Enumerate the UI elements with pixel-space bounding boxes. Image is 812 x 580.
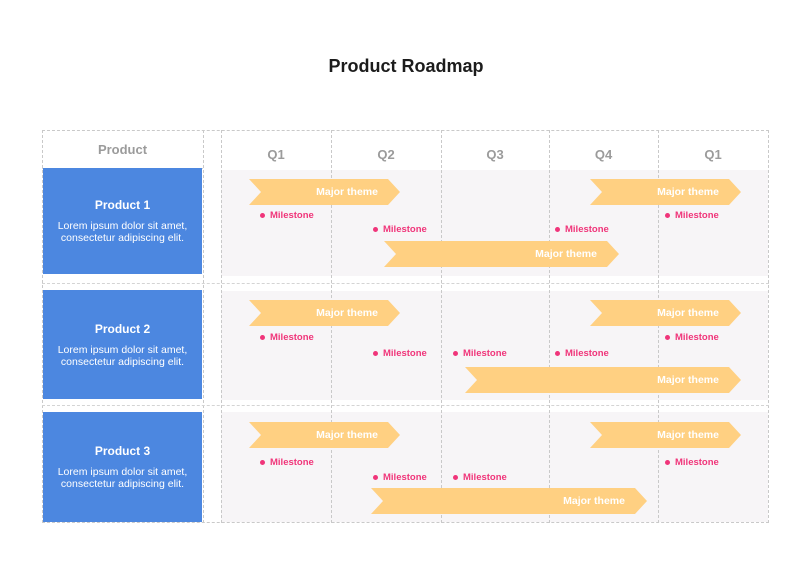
milestone-marker: Milestone	[373, 472, 427, 483]
column-divider	[441, 130, 442, 523]
milestone-marker: Milestone	[453, 472, 507, 483]
milestone-label: Milestone	[675, 210, 719, 221]
milestone-dot-icon	[260, 213, 265, 218]
milestone-dot-icon	[373, 227, 378, 232]
milestone-dot-icon	[260, 460, 265, 465]
column-divider	[221, 130, 222, 523]
page-title: Product Roadmap	[328, 56, 484, 76]
milestone-marker: Milestone	[260, 332, 314, 343]
milestone-label: Milestone	[675, 332, 719, 343]
milestone-label: Milestone	[463, 348, 507, 359]
milestone-dot-icon	[665, 213, 670, 218]
theme-bar: Major theme	[371, 488, 647, 514]
theme-bar: Major theme	[384, 241, 619, 267]
theme-bar: Major theme	[249, 422, 400, 448]
product-name: Product 1	[94, 198, 151, 212]
milestone-label: Milestone	[675, 457, 719, 468]
milestone-label: Milestone	[565, 348, 609, 359]
milestone-label: Milestone	[270, 457, 314, 468]
theme-bar: Major theme	[249, 179, 400, 205]
milestone-marker: Milestone	[260, 457, 314, 468]
milestone-label: Milestone	[383, 224, 427, 235]
product-column-header: Product	[97, 141, 148, 157]
milestone-marker: Milestone	[373, 348, 427, 359]
product-name: Product 3	[94, 444, 151, 458]
milestone-marker: Milestone	[453, 348, 507, 359]
row-divider	[42, 405, 769, 406]
column-divider	[658, 130, 659, 523]
milestone-marker: Milestone	[665, 457, 719, 468]
milestone-dot-icon	[373, 351, 378, 356]
product-description: Lorem ipsum dolor sit amet, consectetur …	[57, 466, 188, 490]
milestone-marker: Milestone	[555, 348, 609, 359]
roadmap-frame	[42, 130, 769, 523]
quarter-header-q4: Q4	[594, 146, 613, 162]
column-divider	[203, 130, 204, 523]
product-description: Lorem ipsum dolor sit amet, consectetur …	[57, 220, 188, 244]
quarter-header-q1-next: Q1	[704, 146, 722, 162]
milestone-marker: Milestone	[665, 210, 719, 221]
theme-bar: Major theme	[465, 367, 741, 393]
milestone-dot-icon	[665, 335, 670, 340]
milestone-dot-icon	[453, 475, 458, 480]
milestone-marker: Milestone	[555, 224, 609, 235]
quarter-header-q3: Q3	[486, 146, 504, 162]
column-divider	[549, 130, 550, 523]
milestone-label: Milestone	[383, 472, 427, 483]
theme-bar: Major theme	[249, 300, 400, 326]
theme-bar: Major theme	[590, 422, 741, 448]
column-divider	[331, 130, 332, 523]
milestone-dot-icon	[555, 351, 560, 356]
milestone-marker: Milestone	[373, 224, 427, 235]
milestone-dot-icon	[555, 227, 560, 232]
quarter-header-q2: Q2	[377, 146, 395, 162]
quarter-header-q1: Q1	[267, 146, 285, 162]
product-card-2: Product 2 Lorem ipsum dolor sit amet, co…	[43, 290, 202, 399]
product-name: Product 2	[94, 321, 151, 336]
milestone-label: Milestone	[270, 332, 314, 343]
milestone-dot-icon	[665, 460, 670, 465]
product-card-1: Product 1 Lorem ipsum dolor sit amet, co…	[43, 168, 202, 274]
theme-bar: Major theme	[590, 179, 741, 205]
milestone-label: Milestone	[270, 210, 314, 221]
milestone-label: Milestone	[463, 472, 507, 483]
milestone-marker: Milestone	[665, 332, 719, 343]
product-card-3: Product 3 Lorem ipsum dolor sit amet, co…	[43, 412, 202, 522]
milestone-label: Milestone	[565, 224, 609, 235]
theme-bar: Major theme	[590, 300, 741, 326]
product-description: Lorem ipsum dolor sit amet, consectetur …	[57, 343, 188, 368]
milestone-label: Milestone	[383, 348, 427, 359]
milestone-dot-icon	[260, 335, 265, 340]
milestone-marker: Milestone	[260, 210, 314, 221]
milestone-dot-icon	[373, 475, 378, 480]
row-divider	[42, 283, 769, 284]
milestone-dot-icon	[453, 351, 458, 356]
